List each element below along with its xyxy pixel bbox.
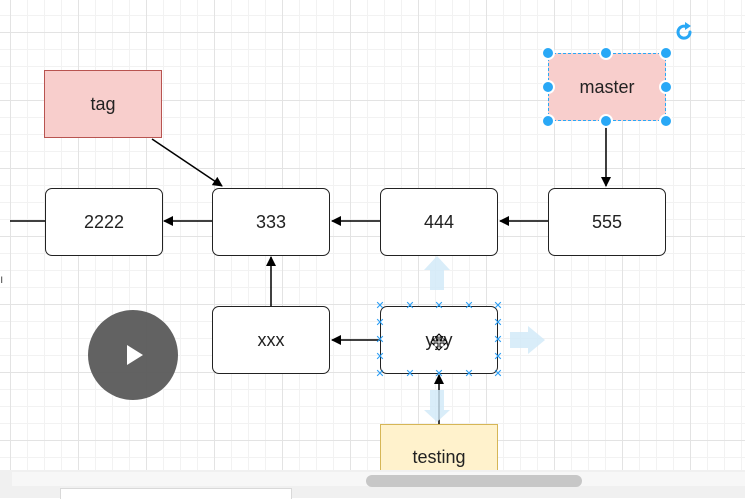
connection-point[interactable]: ✕ (493, 316, 503, 329)
resize-handle-s[interactable] (599, 114, 613, 128)
connection-point[interactable]: ✕ (493, 367, 503, 380)
rotate-icon[interactable] (672, 20, 696, 44)
master-node[interactable]: master (548, 53, 666, 121)
connection-point[interactable]: ✕ (375, 367, 385, 380)
connection-point[interactable]: ✕ (375, 316, 385, 329)
connection-point[interactable]: ✕ (434, 367, 444, 380)
connection-point[interactable]: ✕ (493, 350, 503, 363)
connection-point[interactable]: ✕ (464, 367, 474, 380)
resize-handle-n[interactable] (599, 46, 613, 60)
edges-layer (10, 121, 611, 424)
connection-point[interactable]: ✕ (405, 367, 415, 380)
page-tab[interactable] (60, 488, 292, 499)
resize-handle-ne[interactable] (659, 46, 673, 60)
scrollbar-thumb[interactable] (366, 475, 582, 487)
node-555[interactable]: 555 (548, 188, 666, 256)
hover-arrow-down[interactable] (424, 390, 450, 422)
resize-handle-sw[interactable] (541, 114, 555, 128)
connection-point[interactable]: ✕ (464, 299, 474, 312)
tag-node[interactable]: tag (44, 70, 162, 138)
play-icon (127, 345, 143, 365)
connection-point[interactable]: ✕ (405, 299, 415, 312)
connection-point[interactable]: ✕ (493, 299, 503, 312)
horizontal-scrollbar[interactable] (0, 470, 745, 499)
diagram-canvas[interactable]: tag master 2222 333 444 555 xxx yyy test… (0, 0, 745, 470)
resize-handle-nw[interactable] (541, 46, 555, 60)
node-2222[interactable]: 2222 (45, 188, 163, 256)
testing-node[interactable]: testing (380, 424, 498, 470)
move-cursor-icon (430, 333, 448, 351)
edge-tag-to-333 (151, 138, 223, 187)
resize-handle-se[interactable] (659, 114, 673, 128)
play-button[interactable] (88, 310, 178, 400)
node-xxx[interactable]: xxx (212, 306, 330, 374)
resize-handle-e[interactable] (659, 80, 673, 94)
connection-point[interactable]: ✕ (375, 333, 385, 346)
node-444[interactable]: 444 (380, 188, 498, 256)
hover-arrow-right[interactable] (510, 326, 545, 354)
hover-arrow-up[interactable] (424, 256, 450, 290)
connection-point[interactable]: ✕ (434, 299, 444, 312)
edge-marker: ı (0, 272, 4, 286)
node-333[interactable]: 333 (212, 188, 330, 256)
connection-point[interactable]: ✕ (375, 350, 385, 363)
resize-handle-w[interactable] (541, 80, 555, 94)
connection-point[interactable]: ✕ (493, 333, 503, 346)
connection-point[interactable]: ✕ (375, 299, 385, 312)
